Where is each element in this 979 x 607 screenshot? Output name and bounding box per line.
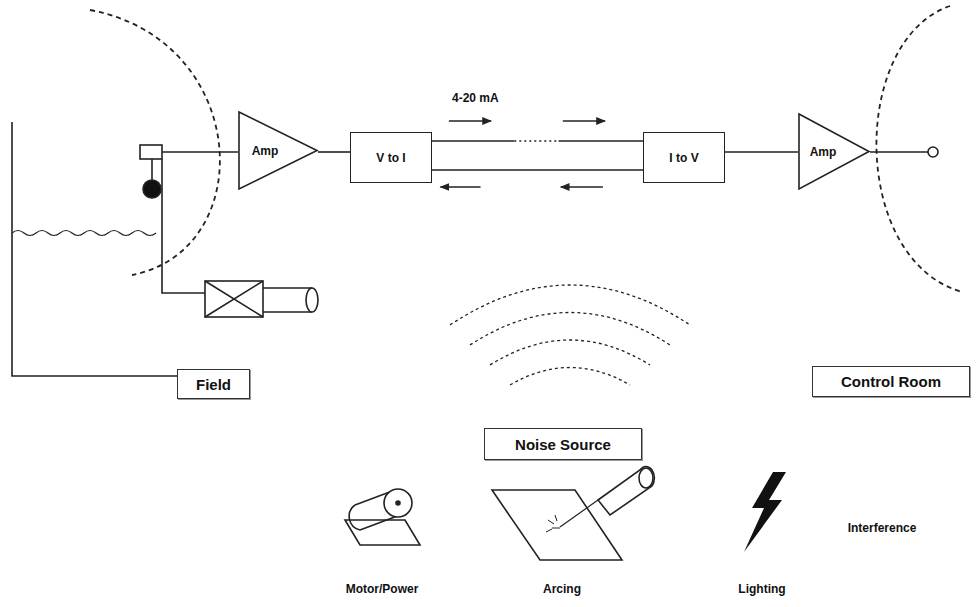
wire-segment — [432, 169, 643, 171]
signal-wire — [432, 170, 643, 187]
signal-wire — [432, 121, 643, 141]
amplifier: Amp — [238, 111, 318, 190]
zone-label: Control Room — [812, 366, 970, 397]
node-text: Noise Source — [515, 436, 611, 453]
tank-wall — [12, 122, 205, 376]
node-text: Field — [196, 376, 231, 393]
triangle-outline — [799, 114, 869, 189]
lightning-bolt — [744, 472, 786, 552]
valve-body — [205, 281, 263, 317]
wire-segment — [432, 140, 514, 142]
noise-source-label: Motor/Power — [344, 582, 421, 596]
voltage-to-current: V to I — [350, 132, 432, 183]
zone-label: Field — [177, 369, 250, 399]
wire-segment — [514, 140, 558, 142]
level-sensor — [140, 145, 162, 159]
wire-segment — [725, 151, 798, 153]
node-text: V to I — [376, 151, 405, 165]
wire-segment — [559, 140, 643, 142]
outlet-pipe — [263, 288, 312, 312]
node-text: I to V — [669, 151, 698, 165]
current-arrow — [561, 186, 603, 187]
current-arrow — [449, 120, 491, 121]
arcing-icon — [492, 467, 654, 560]
output-terminal — [928, 147, 938, 157]
float-ball — [143, 180, 161, 198]
signal-wire — [725, 152, 798, 153]
field-zone-arc — [90, 10, 220, 275]
valve-cross — [205, 281, 263, 317]
node-text: Control Room — [841, 373, 941, 390]
control-zone-arc — [876, 6, 962, 292]
motor-icon — [345, 489, 420, 545]
signal-wire — [318, 152, 350, 153]
node-text: Amp — [252, 144, 279, 158]
output-wire — [870, 151, 928, 153]
interference-label: Interference — [846, 521, 919, 535]
node-text: Amp — [810, 145, 837, 159]
pipe-line — [162, 159, 205, 293]
current-arrow — [440, 186, 480, 187]
sensor-wire — [162, 151, 238, 153]
noise-source-label: Arcing — [541, 582, 583, 596]
float-rod — [151, 159, 153, 180]
water-surface — [12, 231, 156, 236]
triangle-outline — [239, 112, 317, 189]
noise-source-label: Lighting — [736, 582, 787, 596]
noise-waves — [450, 285, 690, 385]
signal-range: 4-20 mA — [450, 91, 501, 105]
wire-segment — [318, 151, 350, 153]
amplifier: Amp — [798, 113, 870, 190]
current-to-voltage: I to V — [643, 132, 725, 183]
pipe-end — [306, 288, 318, 312]
current-arrow — [563, 120, 605, 121]
zone-label: Noise Source — [484, 428, 642, 460]
